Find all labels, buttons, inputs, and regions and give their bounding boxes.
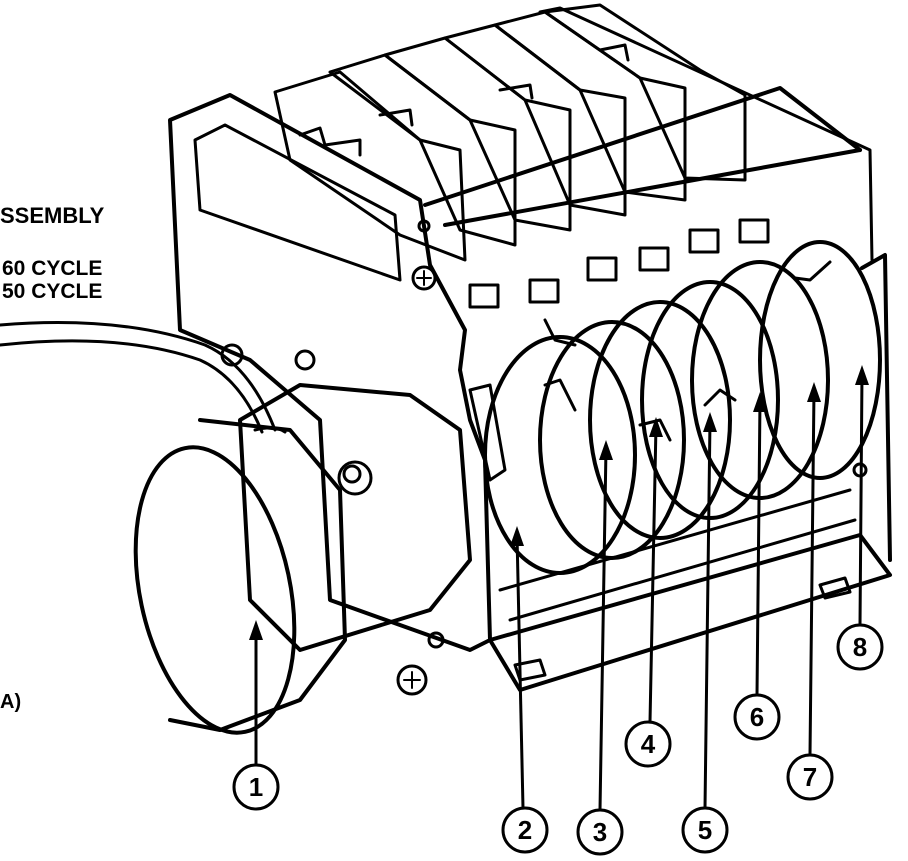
- arrowhead-8: [855, 365, 869, 385]
- cam-notch: [543, 318, 577, 347]
- hole-icon: [427, 631, 445, 649]
- leader-line-2: [515, 533, 525, 810]
- leader-line-6: [755, 398, 762, 697]
- callout-label-3: 3: [593, 817, 607, 847]
- switch-module-6: [543, 3, 747, 182]
- cam-disc-4: [588, 300, 732, 540]
- actuator-5: [688, 228, 720, 254]
- callout-circle-4: [624, 720, 672, 768]
- callout-label-8: 8: [853, 632, 867, 662]
- arrowhead-6: [753, 392, 767, 412]
- gearbox-housing: [238, 383, 472, 652]
- screw-slot: [403, 671, 421, 689]
- arrowhead-5: [703, 412, 717, 432]
- leader-line-5: [703, 418, 712, 810]
- arrowhead-1: [249, 620, 263, 640]
- top-bracket-bar: [423, 86, 862, 207]
- leader-line-8: [858, 371, 864, 627]
- actuator-2: [528, 278, 560, 304]
- callouts: 1 2 3 4 5 6 7 8: [232, 365, 884, 856]
- top-bracket-lower: [443, 148, 862, 227]
- rear-frame-edge: [538, 6, 874, 262]
- callout-circle-2: [501, 806, 549, 854]
- wire-grommet: [253, 426, 287, 434]
- callout-circle-7: [786, 753, 834, 801]
- assembly-label: SSEMBLY: [0, 203, 105, 228]
- actuator-3: [586, 256, 618, 282]
- cam-notch: [638, 418, 672, 442]
- callout-circle-6: [733, 693, 781, 741]
- leader-line-3: [598, 446, 608, 812]
- cam-notch: [793, 260, 832, 282]
- screw-icon: [411, 265, 437, 291]
- screw-slot: [416, 270, 432, 286]
- right-end-plate: [860, 253, 892, 562]
- callout-label-6: 6: [750, 702, 764, 732]
- callout-label-4: 4: [641, 729, 656, 759]
- screw-icon: [396, 664, 428, 696]
- base-bracket: [488, 488, 892, 692]
- switch-module-1: [273, 70, 467, 262]
- callout-label-1: 1: [249, 772, 263, 802]
- base-slot: [818, 576, 852, 600]
- label-window: [193, 123, 402, 282]
- mounting-plate: [168, 93, 492, 696]
- terminal-tab-1: [298, 126, 362, 157]
- screw-icon: [220, 343, 244, 367]
- switch-stack: [273, 3, 874, 309]
- cycle-50-label: 50 CYCLE: [2, 280, 103, 303]
- screw-icon: [294, 349, 316, 371]
- callout-circle-3: [576, 808, 624, 856]
- callout-label-5: 5: [698, 815, 712, 845]
- cycle-60-label: 60 CYCLE: [2, 257, 103, 280]
- base-slot: [513, 658, 547, 682]
- leader-line-7: [808, 388, 816, 757]
- cam-notch: [543, 378, 577, 412]
- stud-inner: [342, 464, 362, 484]
- cam-disc-2: [483, 335, 637, 575]
- arrowhead-7: [807, 382, 821, 402]
- motor: [133, 343, 472, 735]
- arrowhead-4: [649, 417, 663, 437]
- actuator-4: [638, 246, 670, 272]
- lead-wires: [0, 321, 277, 434]
- parenthetical-label: A): [0, 691, 22, 713]
- hole-icon: [417, 219, 431, 233]
- side-plate: [168, 93, 492, 652]
- callout-circle-1: [232, 763, 280, 811]
- arrowhead-3: [599, 440, 613, 460]
- wire-2: [0, 339, 264, 434]
- callout-circle-8: [836, 623, 884, 671]
- base-rail: [508, 518, 857, 622]
- base-rail: [498, 488, 852, 592]
- cam-stack: [468, 240, 892, 575]
- actuator-tabs: [468, 218, 770, 309]
- cam-disc-3: [538, 320, 686, 560]
- stud-icon: [337, 460, 373, 496]
- actuator-1: [468, 283, 500, 309]
- terminal-tab-4: [598, 43, 630, 62]
- arrowhead-2: [510, 526, 524, 546]
- cam-disc-7: [758, 240, 882, 480]
- wire-1: [0, 321, 277, 432]
- base-plate: [488, 533, 892, 692]
- callout-label-7: 7: [803, 762, 817, 792]
- actuator-6: [738, 218, 770, 244]
- terminal-tab-2: [378, 108, 414, 127]
- cam-notch: [703, 388, 737, 407]
- motor-end-cap: [133, 445, 297, 735]
- callout-circle-5: [681, 806, 729, 854]
- callout-label-2: 2: [518, 815, 532, 845]
- terminal-tab-3: [498, 83, 534, 100]
- leader-line-4: [648, 423, 658, 724]
